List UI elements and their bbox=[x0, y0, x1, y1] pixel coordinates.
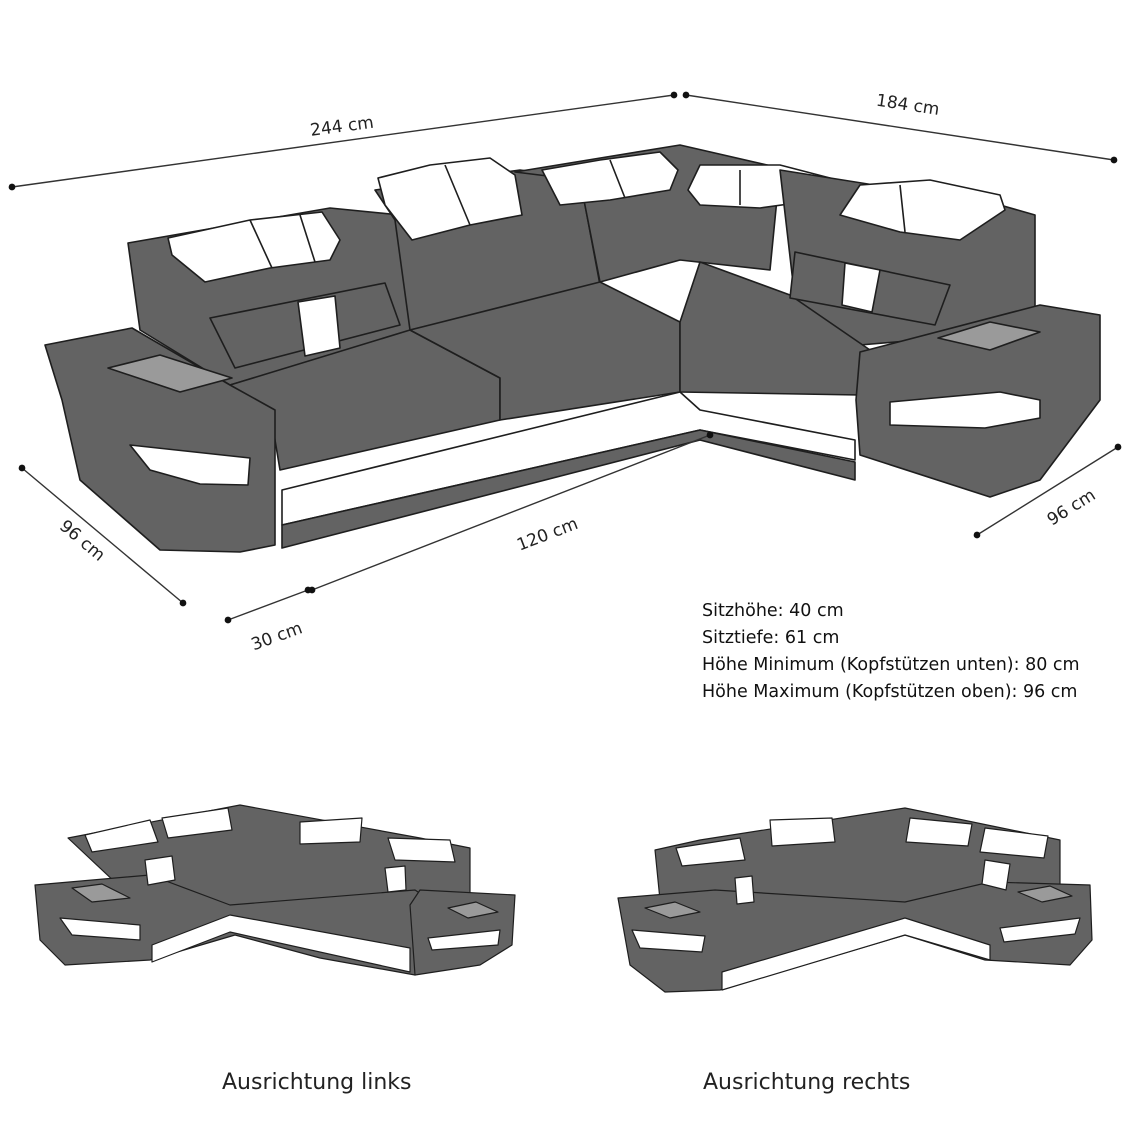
dim-line-120 bbox=[308, 431, 714, 594]
dim-line-30 bbox=[224, 586, 312, 624]
variant-left-sofa bbox=[34, 804, 516, 976]
specs-list: Sitzhöhe: 40 cm Sitztiefe: 61 cm Höhe Mi… bbox=[702, 598, 1080, 706]
main-sofa bbox=[44, 144, 1101, 553]
dim-label-244: 244 cm bbox=[309, 113, 375, 141]
dimension-lines bbox=[8, 91, 1122, 624]
spec-seat-depth: Sitztiefe: 61 cm bbox=[702, 628, 840, 648]
dim-line-96-left bbox=[18, 464, 187, 607]
caption-left-orientation: Ausrichtung links bbox=[222, 1070, 412, 1095]
variant-right-sofa bbox=[617, 807, 1093, 993]
dim-label-30: 30 cm bbox=[249, 618, 306, 655]
dim-label-184: 184 cm bbox=[875, 91, 941, 120]
right-arm-led bbox=[889, 391, 1041, 429]
spec-height-max: Höhe Maximum (Kopfstützen oben): 96 cm bbox=[702, 682, 1078, 702]
right-headrest bbox=[839, 179, 1006, 241]
right-glass-panel bbox=[937, 321, 1041, 351]
dim-label-96-left: 96 cm bbox=[55, 516, 108, 565]
left-headrest bbox=[167, 211, 341, 283]
dim-label-120: 120 cm bbox=[514, 514, 581, 556]
left-glass-panel bbox=[107, 354, 233, 393]
dim-line-184 bbox=[682, 91, 1118, 164]
dim-label-96-right: 96 cm bbox=[1044, 485, 1100, 530]
spec-seat-height: Sitzhöhe: 40 cm bbox=[702, 601, 844, 621]
dim-line-244 bbox=[8, 91, 678, 191]
caption-right-orientation: Ausrichtung rechts bbox=[703, 1070, 911, 1095]
spec-height-min: Höhe Minimum (Kopfstützen unten): 80 cm bbox=[702, 655, 1080, 675]
dim-line-96-right bbox=[973, 443, 1122, 539]
